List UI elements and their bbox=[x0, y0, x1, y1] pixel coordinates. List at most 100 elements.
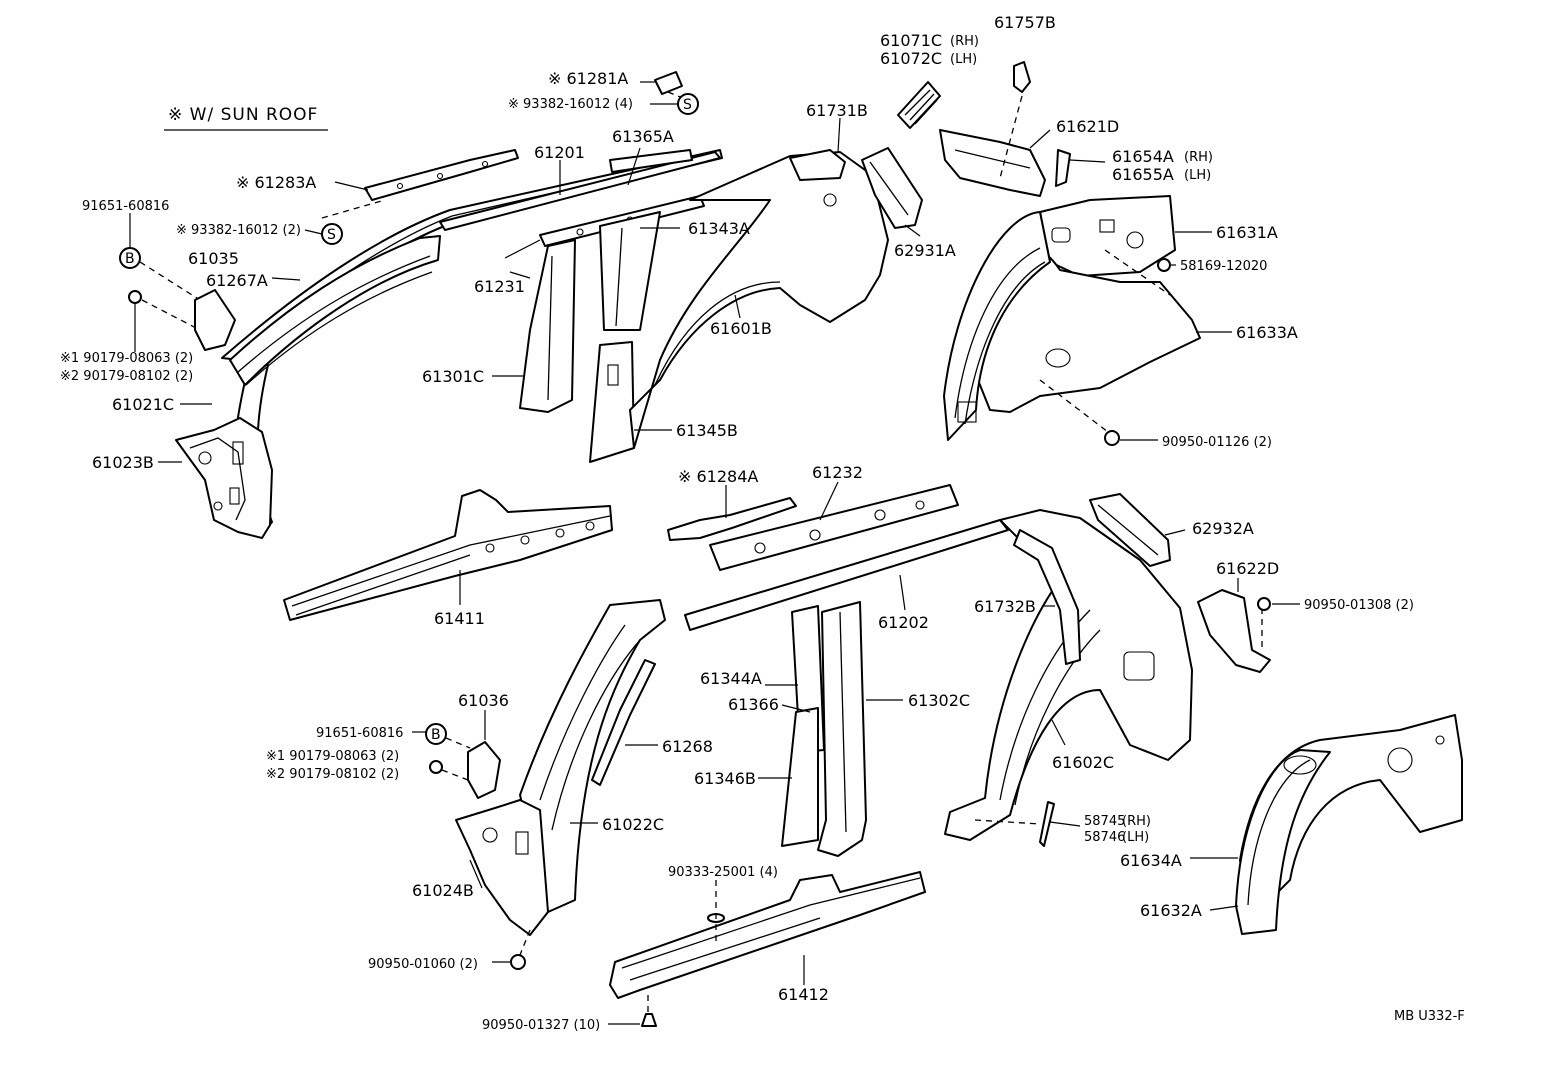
61036-dash-2 bbox=[441, 769, 469, 781]
label-61022C: 61022C bbox=[602, 815, 664, 834]
label-61633A: 61633A bbox=[1236, 323, 1298, 342]
label-61036: 61036 bbox=[458, 691, 509, 710]
lead-61365A bbox=[627, 147, 641, 186]
90950-01060-dash bbox=[519, 929, 531, 956]
lead-61654A bbox=[1069, 159, 1106, 163]
lead-61366 bbox=[781, 704, 811, 713]
lead-61231 bbox=[509, 271, 531, 279]
label-61366: 61366 bbox=[728, 695, 779, 714]
label-90179-1a: ※1 90179-08063 (2) bbox=[60, 351, 193, 366]
label-61071C: 61071C bbox=[880, 31, 942, 50]
label-61201: 61201 bbox=[534, 143, 585, 162]
61232-hole-3 bbox=[874, 509, 886, 521]
label-61267A: 61267A bbox=[206, 271, 268, 290]
label-61621D: 61621D bbox=[1056, 117, 1119, 136]
label-61602C: 61602C bbox=[1052, 753, 1114, 772]
part-61302C-shape bbox=[817, 601, 867, 857]
part-61024B-shape bbox=[455, 799, 549, 936]
label-90179-2b: ※2 90179-08102 (2) bbox=[266, 767, 399, 782]
part-61757B-shape bbox=[1013, 61, 1031, 93]
label-58746: 58746 bbox=[1084, 830, 1125, 845]
bolt-marker-b2-icon bbox=[425, 723, 447, 745]
part-61301C-shape bbox=[519, 239, 576, 413]
rail-inner-line-4 bbox=[245, 271, 433, 386]
lead-61202 bbox=[899, 574, 906, 611]
label-61023B: 61023B bbox=[92, 453, 154, 472]
label-61343A: 61343A bbox=[688, 219, 750, 238]
label-61202: 61202 bbox=[878, 613, 929, 632]
part-labels: ※ 61281A ※ 93382-16012 (4) ※ 61283A 6120… bbox=[60, 13, 1465, 1033]
61302C-line bbox=[839, 611, 847, 833]
hardware-lower: B bbox=[425, 723, 471, 781]
61345B-slot bbox=[607, 364, 619, 386]
pillar-hole-1 bbox=[198, 451, 212, 465]
label-61622D: 61622D bbox=[1216, 559, 1279, 578]
part-61201-shape bbox=[439, 151, 721, 231]
61024B-hole bbox=[482, 827, 498, 843]
61634A-hole-2 bbox=[1387, 747, 1413, 773]
wheel-house-slot bbox=[957, 401, 977, 423]
part-61631A-shape bbox=[1039, 195, 1176, 277]
61412-line-2 bbox=[629, 917, 821, 981]
lead-61731B bbox=[837, 117, 841, 153]
61631A-hole-3 bbox=[1126, 231, 1144, 249]
part-61411-shape bbox=[283, 489, 613, 621]
pillar-detail-1 bbox=[189, 437, 246, 521]
lead-61621D bbox=[1029, 129, 1051, 149]
label-61632A: 61632A bbox=[1140, 901, 1202, 920]
drawing-code: MB U332-F bbox=[1394, 1009, 1465, 1024]
61022C-line-2 bbox=[551, 639, 641, 831]
lead-61601B bbox=[734, 294, 741, 319]
label-93382-4: ※ 93382-16012 (4) bbox=[508, 97, 633, 112]
62932A-line bbox=[1097, 504, 1159, 556]
part-61268-shape bbox=[591, 659, 656, 786]
61602C-inner-arc-2 bbox=[1014, 629, 1101, 806]
61634A-hole-1 bbox=[1283, 755, 1317, 775]
rocker-61411 bbox=[283, 489, 613, 621]
part-61732B-shape bbox=[1013, 529, 1081, 665]
bolt-marker-b-letter: B bbox=[125, 251, 135, 267]
wheel-house-hole-1 bbox=[1045, 348, 1071, 368]
lead-61232 bbox=[819, 481, 839, 521]
label-58169: 58169-12020 bbox=[1180, 259, 1267, 274]
quarter-hole-1 bbox=[823, 193, 837, 207]
61232-hole-2 bbox=[809, 529, 821, 541]
lead-61602C bbox=[1051, 719, 1066, 746]
lead-62931A bbox=[904, 224, 921, 237]
part-61622D-shape bbox=[1197, 589, 1271, 673]
label-58745-side: (RH) bbox=[1122, 814, 1151, 829]
lead-61632A bbox=[1209, 905, 1239, 911]
sunroof-note-text: ※ W/ SUN ROOF bbox=[168, 105, 318, 125]
part-61267A-shape bbox=[229, 235, 441, 386]
label-61071C-side: (RH) bbox=[950, 34, 979, 49]
label-61345B: 61345B bbox=[676, 421, 738, 440]
label-61024B: 61024B bbox=[412, 881, 474, 900]
label-90179-1b: ※1 90179-08063 (2) bbox=[266, 749, 399, 764]
part-61346B-shape bbox=[781, 707, 819, 847]
part-61071C-shape bbox=[897, 81, 941, 129]
lead-62932A bbox=[1164, 529, 1186, 536]
lead-93382-2 bbox=[304, 229, 323, 235]
sunroof-note: ※ W/ SUN ROOF bbox=[164, 105, 328, 131]
label-90950-01308: 90950-01308 (2) bbox=[1304, 598, 1414, 613]
61621D-line bbox=[954, 149, 1031, 169]
label-61346B: 61346B bbox=[694, 769, 756, 788]
label-61654A-side: (RH) bbox=[1184, 150, 1213, 165]
label-61072C: 61072C bbox=[880, 49, 942, 68]
61631A-hole-2 bbox=[1099, 219, 1115, 233]
label-61281A: ※ 61281A bbox=[548, 69, 628, 88]
lead-61024B bbox=[469, 859, 483, 889]
quarter-inner-arc bbox=[654, 281, 781, 386]
part-61654A-shape bbox=[1055, 149, 1071, 187]
label-61365A: 61365A bbox=[612, 127, 674, 146]
hardware-upper: S S B bbox=[119, 71, 699, 352]
label-61411: 61411 bbox=[434, 609, 485, 628]
rail-hole-b bbox=[436, 172, 444, 180]
label-61283A: ※ 61283A bbox=[236, 173, 316, 192]
61412-line-1 bbox=[621, 877, 921, 969]
rail-hole-a bbox=[396, 182, 404, 190]
label-61631A: 61631A bbox=[1216, 223, 1278, 242]
part-61232-shape bbox=[709, 484, 959, 571]
part-61036-shape bbox=[467, 741, 501, 799]
label-61601B: 61601B bbox=[710, 319, 772, 338]
